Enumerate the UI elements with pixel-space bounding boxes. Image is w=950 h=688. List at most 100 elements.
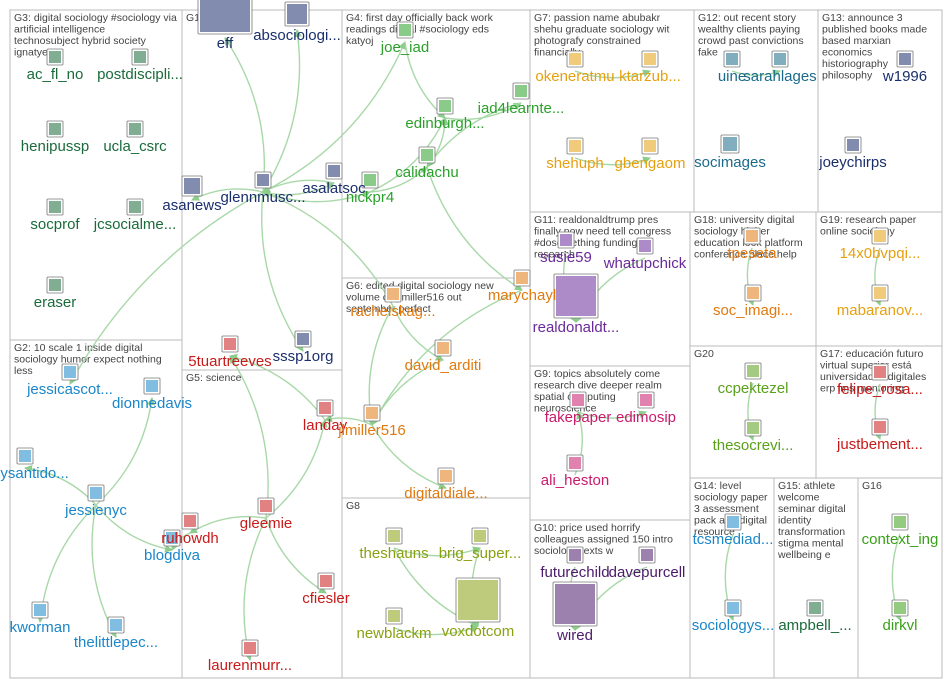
node-label-jlmiller516[interactable]: jlmiller516 bbox=[337, 422, 406, 439]
edge-glennmusc-sssp1org bbox=[262, 192, 303, 351]
node-label-tcsmediad[interactable]: tcsmediad... bbox=[693, 531, 774, 548]
group-heading-g2-line1: sociology humor expect nothing bbox=[14, 354, 162, 366]
group-box-g3 bbox=[10, 10, 182, 340]
node-label-blogdiva[interactable]: blogdiva bbox=[144, 547, 201, 564]
node-label-14x0bvpqi[interactable]: 14x0bvpqi... bbox=[840, 245, 921, 262]
node-label-jcsocialme[interactable]: jcsocialme... bbox=[93, 216, 177, 233]
node-label-shehuph[interactable]: shehuph bbox=[546, 155, 604, 172]
node-label-cfiesler[interactable]: cfiesler bbox=[302, 590, 350, 607]
node-label-laurenmurr[interactable]: laurenmurr... bbox=[208, 657, 292, 674]
node-avatar-fill-newblackm bbox=[388, 610, 400, 622]
node-label-absociologi[interactable]: absociologi... bbox=[253, 27, 341, 44]
node-label-sssp1org[interactable]: sssp1org bbox=[273, 348, 334, 365]
node-avatar-fill-sociologys bbox=[727, 602, 739, 614]
node-avatar-fill-justbement bbox=[874, 421, 886, 433]
node-label-ucla_csrc[interactable]: ucla_csrc bbox=[103, 138, 167, 155]
group-heading-g7: G7: passion name abubakr bbox=[534, 12, 661, 24]
node-label-5tuartreeves[interactable]: 5tuartreeves bbox=[188, 353, 271, 370]
group-heading-g14-line1: sociology paper bbox=[694, 492, 768, 504]
node-avatar-fill-asanews bbox=[184, 178, 200, 194]
group-heading-g11-line1: finally now need tell congress bbox=[534, 226, 671, 238]
node-label-ruhowdh[interactable]: ruhowdh bbox=[161, 530, 219, 547]
node-avatar-fill-whatupchick bbox=[639, 240, 651, 252]
node-label-gbengaom[interactable]: gbengaom bbox=[615, 155, 686, 172]
node-label-mabaranov[interactable]: mabaranov... bbox=[837, 302, 923, 319]
node-label-soc_imagi[interactable]: soc_imagi... bbox=[713, 302, 793, 319]
node-label-theshauns[interactable]: theshauns bbox=[359, 545, 428, 562]
node-label-fakepaper[interactable]: fakepaper bbox=[545, 409, 612, 426]
node-label-okeneratmu[interactable]: okeneratmu bbox=[535, 68, 614, 85]
node-avatar-fill-theshauns bbox=[388, 530, 400, 542]
node-label-justbement[interactable]: justbement... bbox=[836, 436, 923, 453]
node-label-ali_heston[interactable]: ali_heston bbox=[541, 472, 609, 489]
node-avatar-fill-ccpektezel bbox=[747, 365, 759, 377]
node-label-ktarzub[interactable]: ktarzub... bbox=[619, 68, 681, 85]
node-avatar-fill-gleemie bbox=[260, 500, 272, 512]
node-label-jessicascot[interactable]: jessicascot... bbox=[26, 381, 113, 398]
node-label-dirkvl[interactable]: dirkvl bbox=[882, 617, 917, 634]
node-avatar-fill-ampbell bbox=[809, 602, 821, 614]
group-heading-g11-line2: #dosomething funding bbox=[534, 237, 637, 249]
node-label-whatupchick[interactable]: whatupchick bbox=[603, 255, 687, 272]
node-label-gleemie[interactable]: gleemie bbox=[240, 515, 293, 532]
node-label-socimages[interactable]: socimages bbox=[694, 154, 766, 171]
node-label-brig_super[interactable]: brig_super... bbox=[439, 545, 522, 562]
node-avatar-fill-absociologi bbox=[287, 4, 307, 24]
node-label-digitaldiale[interactable]: digitaldiale... bbox=[404, 485, 487, 502]
node-avatar-fill-thelittlepec bbox=[110, 619, 122, 631]
node-label-ampbell[interactable]: ampbell_... bbox=[778, 617, 851, 634]
node-label-eraser[interactable]: eraser bbox=[34, 294, 77, 311]
node-label-felipe_rosa[interactable]: felipe_rosa... bbox=[837, 381, 923, 398]
node-label-calidachu[interactable]: calidachu bbox=[395, 164, 458, 181]
node-label-kworman[interactable]: kworman bbox=[10, 619, 71, 636]
node-label-iad4learnte[interactable]: iad4learnte... bbox=[478, 100, 565, 117]
node-label-newblackm[interactable]: newblackm bbox=[356, 625, 431, 642]
node-label-jessienyc[interactable]: jessienyc bbox=[64, 502, 127, 519]
node-avatar-fill-laurenmurr bbox=[244, 642, 256, 654]
node-label-henipussp[interactable]: henipussp bbox=[21, 138, 89, 155]
node-label-ac_fl_no[interactable]: ac_fl_no bbox=[27, 66, 84, 83]
node-avatar-fill-joeychirps bbox=[847, 139, 859, 151]
node-avatar-fill-realdonaldt bbox=[556, 276, 596, 316]
node-label-marychayl[interactable]: marychayl bbox=[488, 287, 556, 304]
node-label-sarahlages[interactable]: sarahlages bbox=[743, 68, 816, 85]
node-label-rachelskag[interactable]: rachelskag... bbox=[350, 303, 435, 320]
node-label-glennmusc[interactable]: glennmusc... bbox=[220, 189, 305, 206]
node-label-joeychirps[interactable]: joeychirps bbox=[818, 154, 887, 171]
node-label-joe_iad[interactable]: joe_iad bbox=[380, 39, 429, 56]
node-label-realdonaldt[interactable]: realdonaldt... bbox=[533, 319, 620, 336]
node-avatar-fill-calidachu bbox=[421, 149, 433, 161]
node-label-davepurcell[interactable]: davepurcell bbox=[609, 564, 686, 581]
node-label-futurechild[interactable]: futurechild bbox=[540, 564, 609, 581]
node-avatar-fill-davepurcell bbox=[641, 549, 653, 561]
node-label-asanews[interactable]: asanews bbox=[162, 197, 221, 214]
node-label-postdiscipli[interactable]: postdiscipli... bbox=[97, 66, 183, 83]
node-label-thesocrevi[interactable]: thesocrevi... bbox=[713, 437, 794, 454]
node-label-sociologys[interactable]: sociologys... bbox=[692, 617, 775, 634]
node-label-thelittlepec[interactable]: thelittlepec... bbox=[74, 634, 158, 651]
group-heading-g3: G3: digital sociology #sociology via bbox=[14, 12, 177, 24]
node-label-eff[interactable]: eff bbox=[217, 35, 234, 52]
node-label-follysantido[interactable]: follysantido... bbox=[0, 465, 69, 482]
node-avatar-fill-ac_fl_no bbox=[49, 51, 61, 63]
node-label-david_arditi[interactable]: david_arditi bbox=[405, 357, 482, 374]
node-label-wired[interactable]: wired bbox=[556, 627, 593, 644]
node-avatar-fill-dionnedavis bbox=[146, 380, 158, 392]
node-label-w1996[interactable]: w1996 bbox=[882, 68, 927, 85]
node-label-dionnedavis[interactable]: dionnedavis bbox=[112, 395, 192, 412]
node-label-uine[interactable]: uine bbox=[718, 68, 746, 85]
node-label-socprof[interactable]: socprof bbox=[30, 216, 80, 233]
node-label-ccpektezel[interactable]: ccpektezel bbox=[718, 380, 789, 397]
node-label-tpeseta[interactable]: tpeseta bbox=[727, 245, 777, 262]
node-label-voxdotcom[interactable]: voxdotcom bbox=[442, 623, 515, 640]
node-label-edimosip[interactable]: edimosip bbox=[616, 409, 676, 426]
node-avatar-fill-cfiesler bbox=[320, 575, 332, 587]
node-label-susie59[interactable]: susie59 bbox=[540, 249, 592, 266]
group-heading-g13-line3: economics bbox=[822, 47, 872, 59]
node-avatar-fill-eff bbox=[200, 0, 250, 32]
node-avatar-fill-iad4learnte bbox=[515, 85, 527, 97]
node-label-context_ing[interactable]: context_ing bbox=[862, 531, 939, 548]
node-label-edinburgh[interactable]: edinburgh... bbox=[405, 115, 484, 132]
node-label-nickpr4[interactable]: nickpr4 bbox=[346, 189, 394, 206]
